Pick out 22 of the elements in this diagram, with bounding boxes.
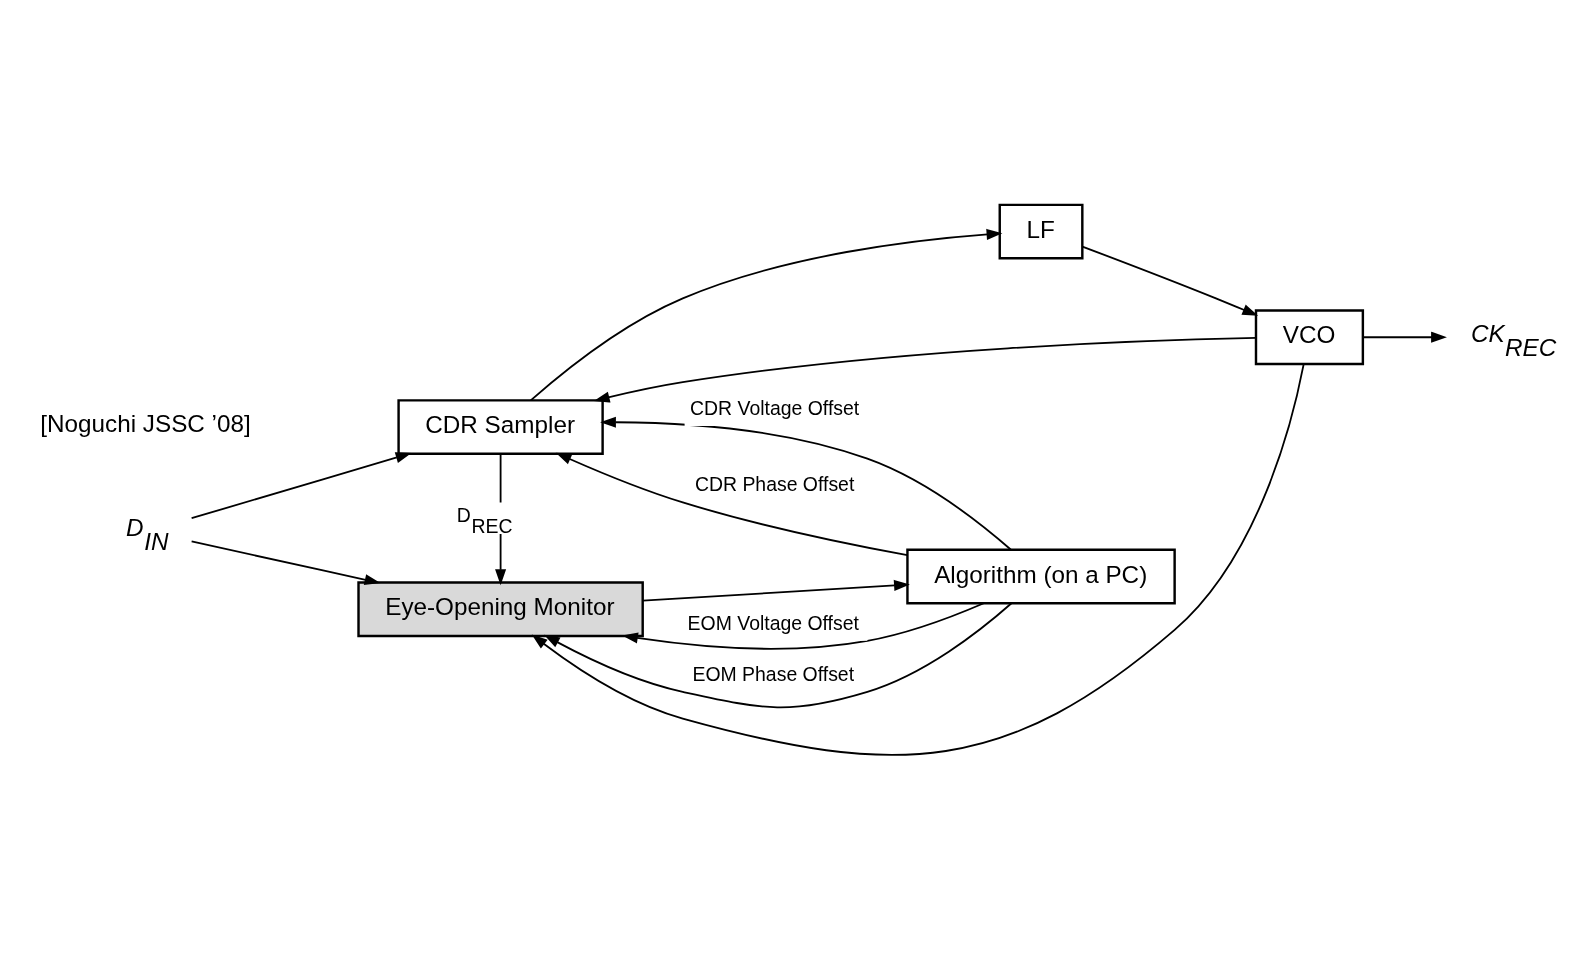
edge-label: EOM Voltage Offset [687, 611, 859, 634]
node-box: Eye-Opening Monitor [357, 581, 644, 638]
label: [Noguchi JSSC ’08] [40, 409, 251, 437]
node-box: LF [998, 203, 1084, 260]
edge-label: EOM Phase Offset [692, 662, 855, 685]
edge-label: CDR Phase Offset [694, 473, 855, 496]
arrow [529, 228, 1003, 402]
node-box: CDR Sampler [397, 399, 604, 456]
arrow [1362, 331, 1447, 343]
arrow [622, 602, 985, 650]
arrow [531, 363, 1305, 756]
node-box: VCO [1254, 309, 1365, 366]
arrow [641, 579, 910, 602]
arrow [593, 337, 1257, 403]
arrow [1081, 245, 1259, 316]
edge-label: CDR Voltage Offset [690, 396, 860, 419]
arrow [600, 416, 1012, 551]
arrow [190, 452, 412, 520]
arrow [190, 540, 381, 586]
arrow [555, 452, 909, 557]
arrow [544, 602, 1013, 709]
node-box: Algorithm (on a PC) [906, 548, 1176, 605]
